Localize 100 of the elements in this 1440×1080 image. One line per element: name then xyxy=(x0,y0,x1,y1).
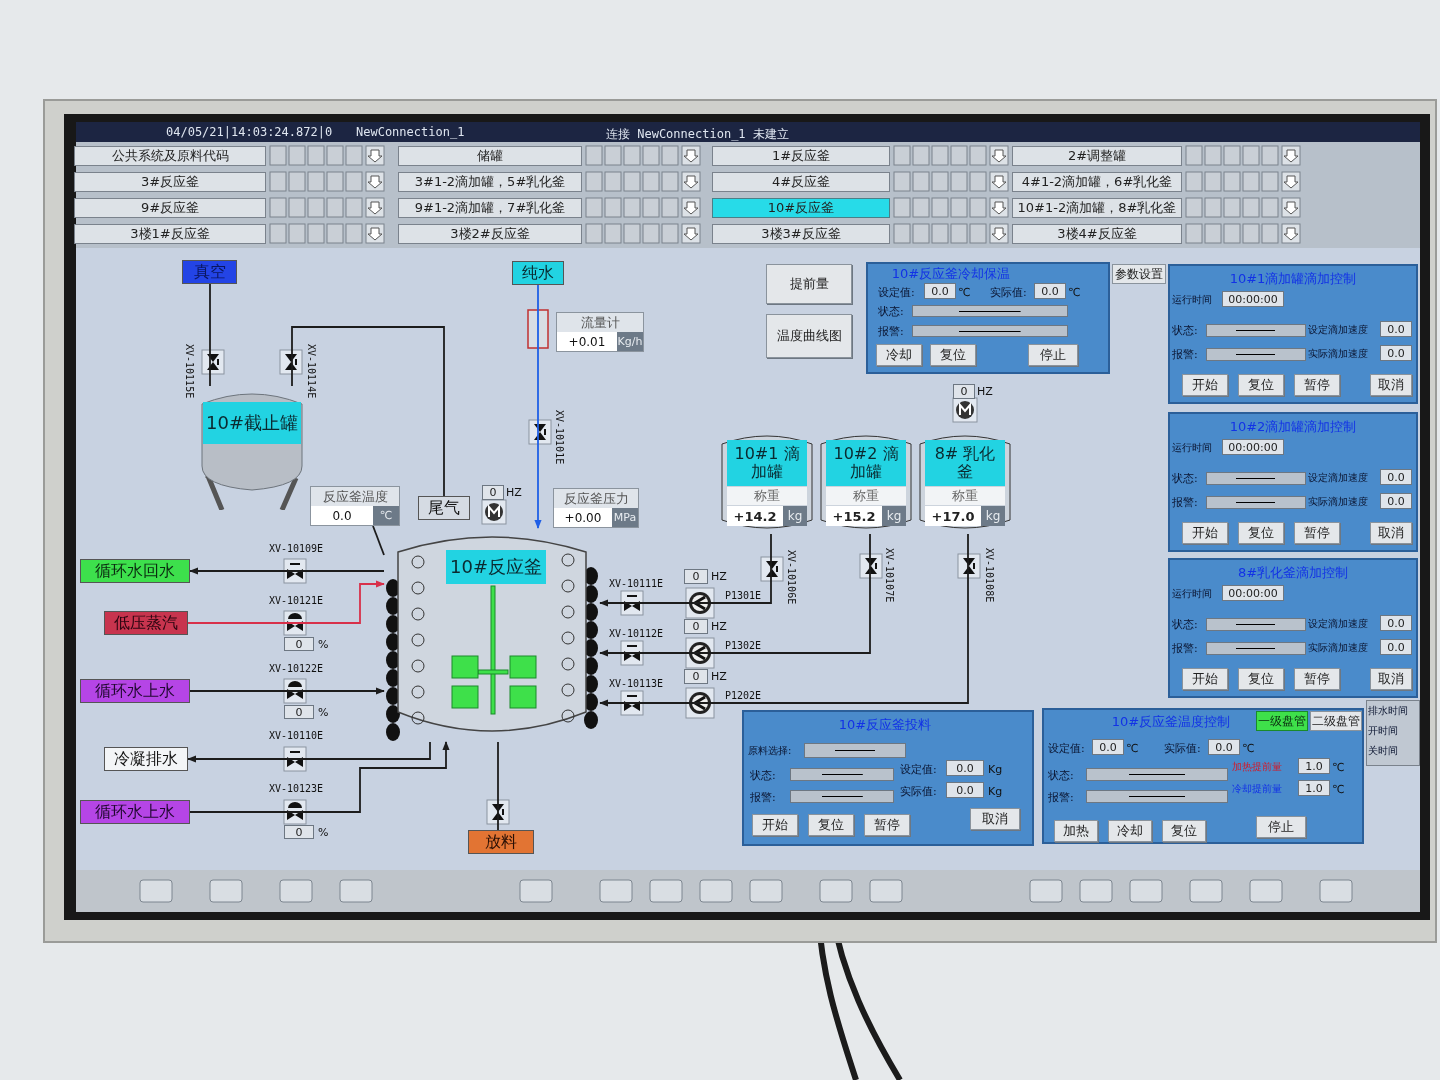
pipe-line xyxy=(599,533,772,607)
unit-text: HZ xyxy=(711,619,728,633)
value-field: 0.0 xyxy=(1380,639,1412,655)
unit-text: MPa xyxy=(612,508,638,527)
field-label: 运行时间 xyxy=(1172,587,1213,601)
unit-text: % xyxy=(318,825,330,839)
valve-tag: XV-10111E xyxy=(604,577,668,590)
nav-button: 1#反应釜 xyxy=(712,146,890,166)
push-button: 取消 xyxy=(1370,522,1412,544)
nav-button: 10#1-2滴加罐，8#乳化釜 xyxy=(1012,198,1182,218)
stream-tag: 冷凝排水 xyxy=(104,747,188,771)
valve-tag: XV-10121E xyxy=(264,594,328,607)
value-field: 0.0 xyxy=(311,506,373,525)
valve-tag: XV-10110E xyxy=(264,729,328,742)
value-field: 0.0 xyxy=(924,283,956,299)
unit-text: HZ xyxy=(711,669,728,683)
field-label: 报警: xyxy=(1172,495,1199,509)
leader-line xyxy=(372,525,385,556)
field-label: 排水时间 xyxy=(1368,704,1409,718)
panel-title: 10#反应釜温度控制 xyxy=(1110,713,1232,731)
display-title: 称重 xyxy=(826,487,906,505)
field-label: 状态: xyxy=(1172,471,1199,485)
field-label: 实际值: xyxy=(1164,741,1202,755)
field-label: 冷却提前量 xyxy=(1232,782,1283,796)
unit-text: % xyxy=(318,705,330,719)
valve-tag: XV-10106E xyxy=(784,542,798,612)
unit-text: kg xyxy=(981,506,1005,526)
unit-text: HZ xyxy=(711,569,728,583)
panel-title: 10#2滴加罐滴加控制 xyxy=(1228,418,1358,436)
value-field: 0.0 xyxy=(1208,739,1240,755)
panel-title: 8#乳化釜滴加控制 xyxy=(1236,564,1350,582)
value-field: 0.0 xyxy=(1380,493,1412,509)
stream-tag: 尾气 xyxy=(418,496,470,520)
pipe-line xyxy=(189,687,385,695)
value-field: +0.00 xyxy=(554,508,612,527)
push-button: 一级盘管 xyxy=(1256,711,1308,731)
field-label: 实际滴加速度 xyxy=(1308,641,1369,655)
field-label: 报警: xyxy=(878,324,905,338)
push-button: 复位 xyxy=(1238,668,1284,690)
value-field: 00:00:00 xyxy=(1222,291,1284,307)
nav-button: 3楼3#反应釜 xyxy=(712,224,890,244)
unit-text: kg xyxy=(783,506,807,526)
valve-tag: XV-10113E xyxy=(604,677,668,690)
field-label: 状态: xyxy=(878,304,905,318)
valve-tag: P1302E xyxy=(718,639,768,651)
pipe-line xyxy=(187,741,431,763)
value-field: 0.0 xyxy=(1092,739,1124,755)
nav-button: 3#反应釜 xyxy=(74,172,266,192)
nav-button: 3楼4#反应釜 xyxy=(1012,224,1182,244)
value-field: 1.0 xyxy=(1298,758,1330,774)
push-button: 开始 xyxy=(1182,374,1228,396)
unit-text: HZ xyxy=(506,485,523,499)
field-label: 报警: xyxy=(1048,790,1075,804)
display-title: 反应釜压力 xyxy=(554,489,638,508)
status-text: NewConnection_1 xyxy=(356,124,466,140)
push-button: 二级盘管 xyxy=(1310,711,1362,731)
valve-tag: P1301E xyxy=(718,589,768,601)
nav-button: 3楼2#反应釜 xyxy=(398,224,582,244)
stream-tag: 放料 xyxy=(468,830,534,854)
push-button: 冷却 xyxy=(1108,820,1152,842)
field-label: 加热提前量 xyxy=(1232,760,1283,774)
field-label: 实际值: xyxy=(990,285,1028,299)
vessel-label: 10#反应釜 xyxy=(446,550,546,584)
push-button: 开始 xyxy=(1182,668,1228,690)
push-button: 复位 xyxy=(1238,374,1284,396)
nav-button: 3楼1#反应釜 xyxy=(74,224,266,244)
valve-tag: XV-10109E xyxy=(264,542,328,555)
pipe-line xyxy=(187,580,385,624)
pipe-line xyxy=(599,533,969,707)
push-button: 暂停 xyxy=(864,814,910,836)
nav-button: 储罐 xyxy=(398,146,582,166)
value-field: 0.0 xyxy=(1380,615,1412,631)
panel-title: 10#反应釜冷却保温 xyxy=(890,266,1012,282)
push-button: 温度曲线图 xyxy=(766,314,852,358)
unit-text: ℃ xyxy=(958,285,972,299)
unit-text: ℃ xyxy=(1242,741,1256,755)
pipe-line xyxy=(291,326,445,497)
stream-tag: 低压蒸汽 xyxy=(104,611,188,635)
value-field: 0.0 xyxy=(1034,283,1066,299)
valve-tag: XV-10123E xyxy=(264,782,328,795)
valve-tag: XV-10115E xyxy=(182,336,196,406)
pipe-line xyxy=(209,283,211,387)
push-button: 复位 xyxy=(1162,820,1206,842)
stream-tag: 纯水 xyxy=(512,261,564,285)
field-label: 实际滴加速度 xyxy=(1308,347,1369,361)
field-label: 运行时间 xyxy=(1172,293,1213,307)
stream-tag: 循环水上水 xyxy=(80,679,190,703)
field-label: 报警: xyxy=(750,790,777,804)
unit-text: ℃ xyxy=(1332,782,1346,796)
field-label: 设定滴加速度 xyxy=(1308,471,1369,485)
pipe-line xyxy=(189,741,450,813)
value-field: +17.0 xyxy=(925,506,981,526)
value-field: 0 xyxy=(482,485,504,500)
nav-button: 公共系统及原料代码 xyxy=(74,146,266,166)
field-label: 状态: xyxy=(1172,617,1199,631)
pipe-line xyxy=(534,284,542,529)
value-field: 0 xyxy=(953,384,975,399)
value-field: 0 xyxy=(284,637,314,651)
value-field: 0 xyxy=(684,569,708,584)
display-title: 称重 xyxy=(727,487,807,505)
